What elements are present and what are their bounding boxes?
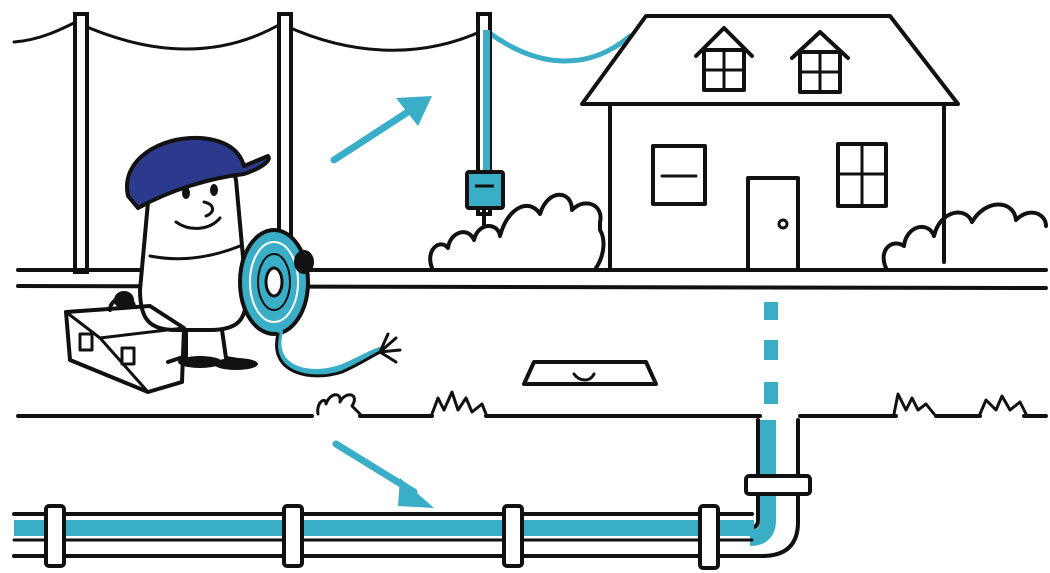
- service-drop-wire: [485, 29, 633, 64]
- arrow-up-icon: [330, 96, 432, 164]
- service-connection-dashes: [764, 302, 778, 404]
- dormer-window-left: [694, 26, 754, 92]
- manhole-cover-icon: [522, 360, 658, 386]
- cable-reel-icon: [238, 228, 402, 378]
- arrow-down-icon: [332, 440, 434, 508]
- toolbox-icon: [64, 291, 186, 394]
- bush-icon: [428, 192, 606, 270]
- grass-tuft-icon: [892, 392, 936, 416]
- grass-tuft-icon: [316, 393, 362, 416]
- worker-character-icon: [124, 135, 271, 370]
- window-left: [651, 144, 707, 206]
- dormer-window-right: [790, 30, 850, 94]
- grass-tuft-icon: [978, 394, 1028, 416]
- underground-pipe-icon: [12, 418, 812, 570]
- house-icon: [580, 14, 960, 272]
- front-door: [746, 176, 800, 272]
- electric-meter-icon: [465, 170, 505, 226]
- utility-poles-icon: [73, 12, 492, 274]
- window-right: [836, 142, 888, 208]
- grass-tuft-icon: [430, 390, 488, 416]
- bush-icon: [881, 202, 1048, 270]
